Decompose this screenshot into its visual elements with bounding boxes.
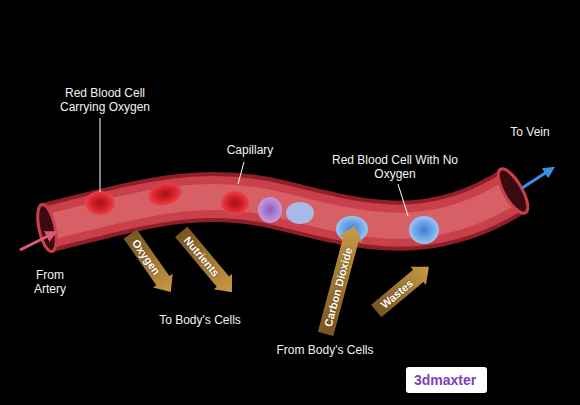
callout-label: Red Blood Cell With No Oxygen: [330, 153, 460, 181]
vessel-opening: [493, 165, 534, 217]
red-blood-cell: [221, 191, 249, 215]
transfer-arrow: Nutrients: [171, 224, 240, 300]
transfer-arrow: Oxygen: [120, 227, 180, 299]
callout-label: From Artery: [20, 268, 80, 296]
vessel-lumen: [45, 190, 515, 228]
arrow-label: Wastes: [368, 259, 434, 320]
red-blood-cell: [85, 191, 115, 215]
arrow-outline: [368, 258, 436, 321]
watermark-text: 3dmaxter: [406, 367, 484, 393]
vessel-opening: [34, 203, 60, 253]
red-blood-cell: [409, 216, 439, 244]
arrow-outline: [314, 223, 366, 337]
leader-line: [398, 184, 408, 216]
callout-label: To Body's Cells: [150, 313, 250, 327]
vessel-body: [45, 190, 515, 228]
arrow-label: Oxygen: [120, 227, 179, 297]
arrow-outline: [120, 227, 180, 299]
callout-label: To Vein: [500, 125, 560, 139]
transfer-arrow: Wastes: [368, 258, 436, 321]
callout-label: Capillary: [210, 143, 290, 157]
arrow-outline: [171, 224, 240, 300]
red-blood-cell: [286, 202, 314, 224]
watermark-box: 3dmaxter: [406, 367, 487, 393]
leader-line: [238, 162, 244, 184]
vessel-wall: [45, 190, 515, 228]
red-blood-cell: [258, 197, 282, 223]
transfer-arrow: Carbon Dioxide: [314, 223, 366, 337]
box-outline: [406, 367, 487, 393]
red-blood-cell: [146, 179, 185, 209]
arrow-label: Nutrients: [171, 224, 238, 298]
callout-label: Red Blood Cell Carrying Oxygen: [45, 86, 165, 114]
outflow-arrow: [522, 170, 550, 188]
inflow-arrow: [20, 234, 52, 250]
leader-line: [100, 118, 101, 192]
arrow-label: Carbon Dioxide: [314, 225, 365, 337]
callout-label: From Body's Cells: [275, 343, 375, 357]
